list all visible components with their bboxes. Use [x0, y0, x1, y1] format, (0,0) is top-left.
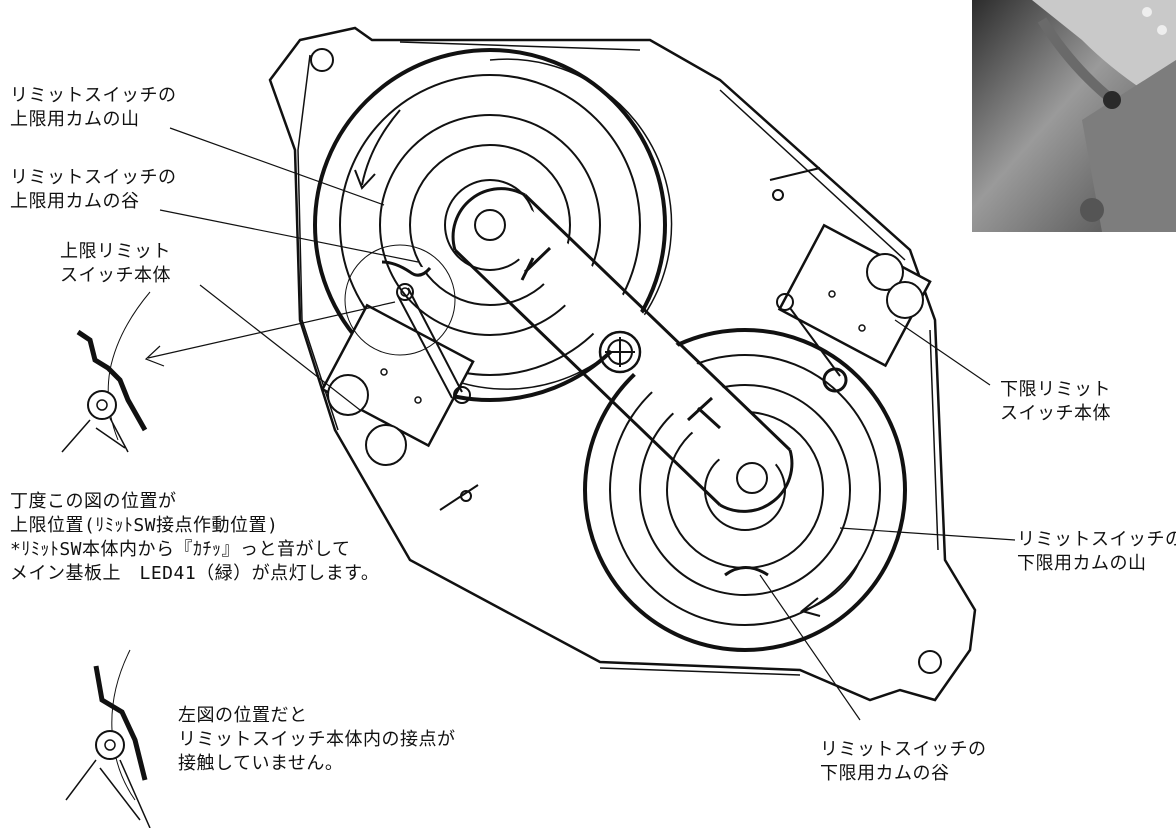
note-upper-limit-position: 丁度この図の位置が 上限位置(ﾘﾐｯﾄSW接点作動位置) *ﾘﾐｯﾄSW本体内か… — [10, 490, 379, 586]
label-line: 下限リミット — [1000, 379, 1111, 400]
upper-cam-valley — [381, 260, 432, 277]
rotation-arrow-lower — [804, 559, 861, 611]
label-line: 上限リミット — [60, 241, 171, 262]
note-left-figure: 左図の位置だと リミットスイッチ本体内の接点が 接触していません。 — [178, 704, 456, 776]
label-upper-limit-switch: 上限リミット スイッチ本体 — [60, 240, 171, 288]
note-line: *ﾘﾐｯﾄSW本体内から『ｶﾁｯ』っと音がして — [10, 539, 351, 560]
note-line: メイン基板上 LED41（緑）が点灯します。 — [10, 563, 380, 584]
lower-cam — [583, 328, 907, 652]
label-upper-cam-valley: リミットスイッチの 上限用カムの谷 — [10, 166, 177, 214]
label-line: リミットスイッチの — [1017, 529, 1176, 550]
label-lower-cam-valley: リミットスイッチの 下限用カムの谷 — [820, 738, 987, 786]
lower-limit-switch-body — [776, 223, 932, 393]
label-line: リミットスイッチの — [10, 85, 177, 106]
rotation-arrow-upper — [361, 109, 401, 186]
label-line: 上限用カムの谷 — [10, 191, 140, 212]
label-line: リミットスイッチの — [10, 167, 177, 188]
base-plate — [268, 26, 977, 702]
label-upper-cam-peak: リミットスイッチの 上限用カムの山 — [10, 84, 177, 132]
lower-cam-valley — [724, 566, 769, 577]
note-line: 左図の位置だと — [178, 705, 308, 726]
detail-switch-not-actuated — [65, 649, 151, 828]
label-lower-limit-switch: 下限リミット スイッチ本体 — [1000, 378, 1111, 426]
mount-hole-bottom — [918, 650, 942, 674]
note-line: リミットスイッチ本体内の接点が — [178, 729, 456, 750]
label-line: スイッチ本体 — [60, 265, 171, 286]
label-line: 下限用カムの谷 — [820, 763, 950, 784]
photo-inset — [972, 0, 1176, 232]
label-line: リミットスイッチの — [820, 739, 987, 760]
cam-arm — [451, 187, 794, 513]
label-line: 下限用カムの山 — [1017, 553, 1147, 574]
note-line: 接触していません。 — [178, 753, 344, 774]
detail-switch-actuated — [61, 291, 151, 453]
label-line: 上限用カムの山 — [10, 109, 140, 130]
label-lower-cam-peak: リミットスイッチの 下限用カムの山 — [1017, 528, 1176, 576]
label-line: スイッチ本体 — [1000, 403, 1111, 424]
note-line: 丁度この図の位置が — [10, 491, 177, 512]
note-line: 上限位置(ﾘﾐｯﾄSW接点作動位置) — [10, 515, 279, 536]
mount-hole-top — [310, 48, 334, 72]
upper-limit-switch-body — [320, 244, 475, 466]
